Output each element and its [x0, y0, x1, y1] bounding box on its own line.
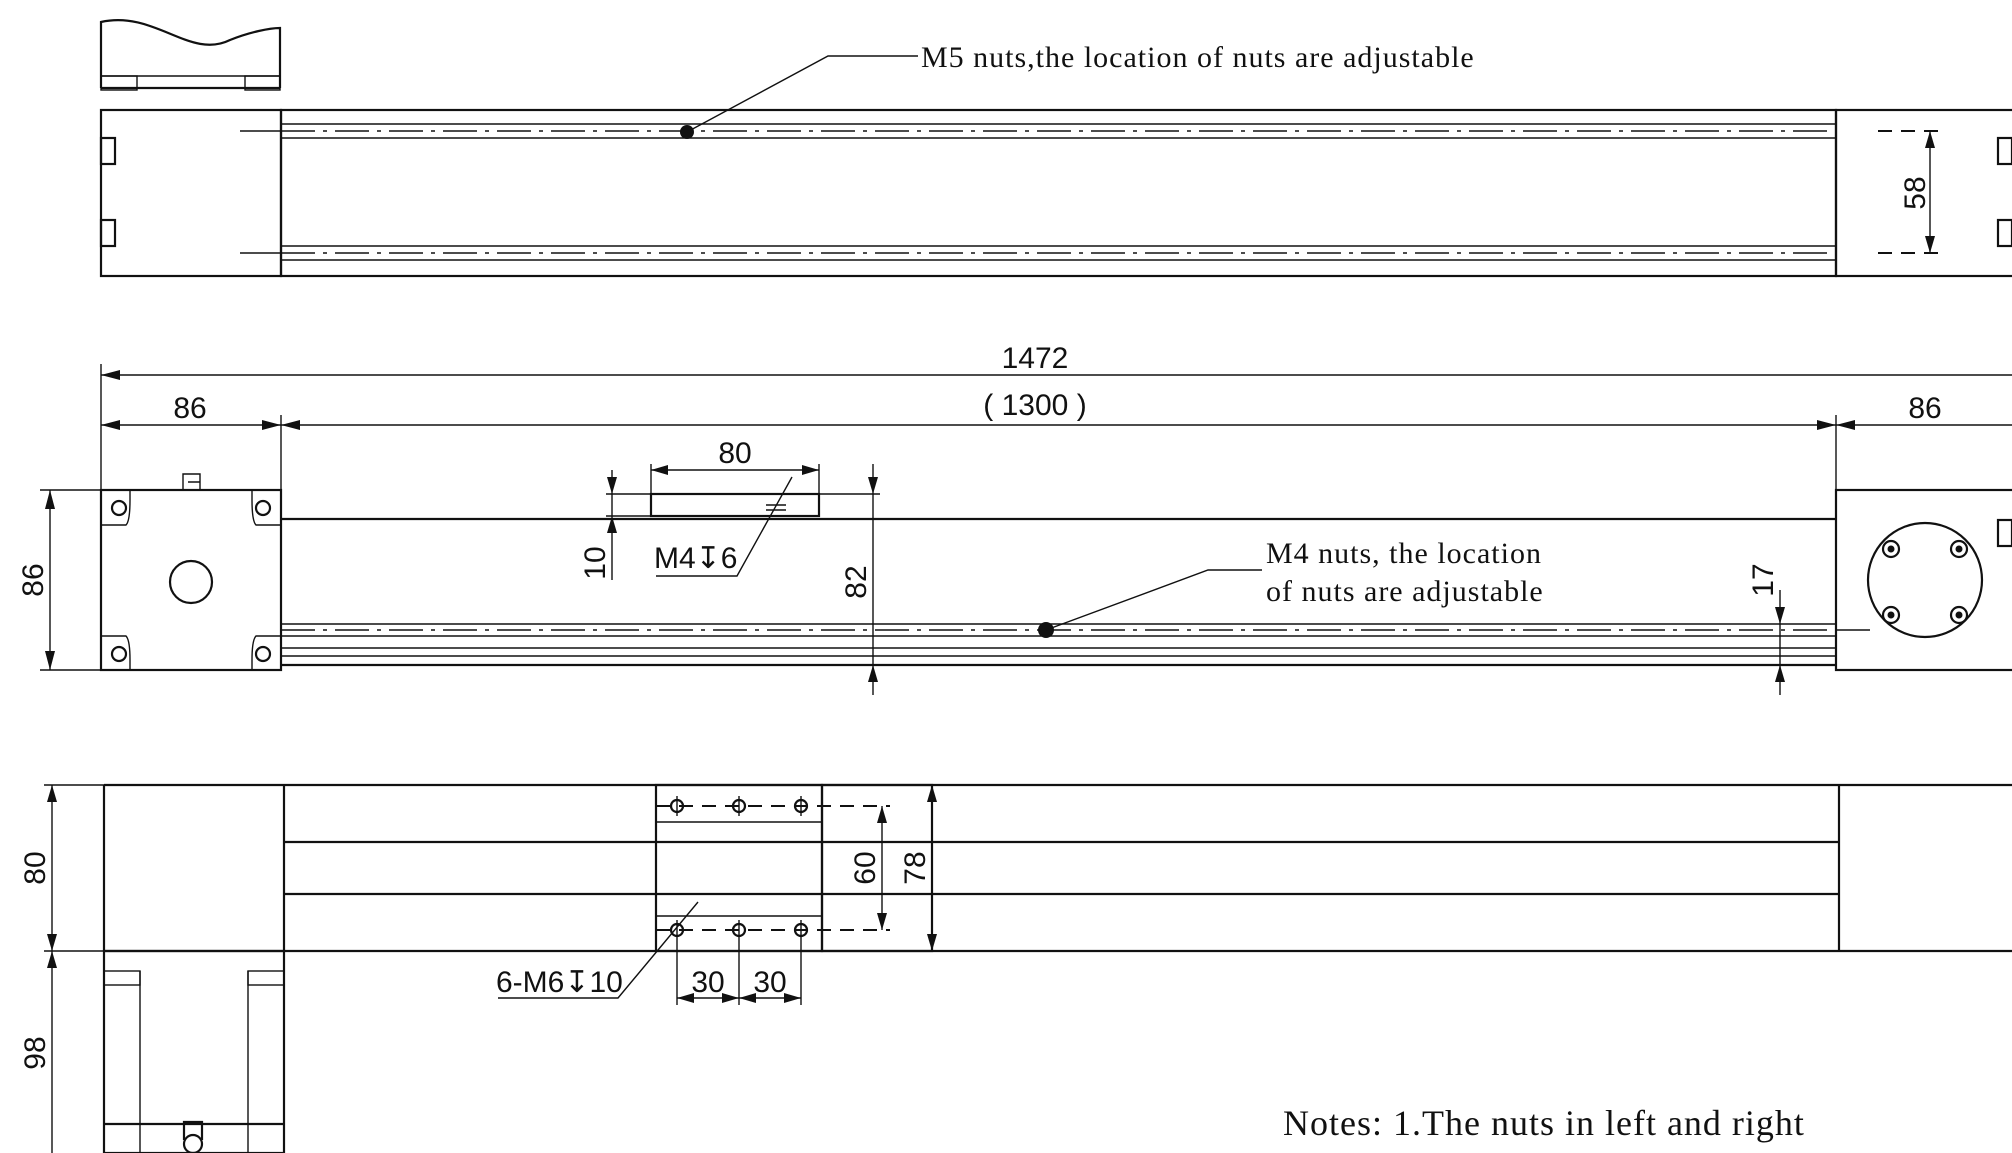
end-cap-screw: [1949, 539, 1969, 559]
arrow: [877, 913, 887, 930]
top-motor-tab: [99, 218, 117, 248]
m4-callout-line1: M4 nuts, the location: [1266, 537, 1542, 570]
top-end-cap: [1834, 108, 2012, 278]
arrow: [101, 370, 120, 380]
arrow: [281, 420, 300, 430]
dim-1472-label: 1472: [1002, 342, 1069, 375]
end-cap-screw-head: [1955, 545, 1963, 553]
end-cap-flange: [1866, 521, 1984, 639]
top-motor-lug: [244, 75, 281, 91]
notes-line1: Notes: 1.The nuts in left and right: [1283, 1103, 1805, 1143]
dim-82-label: 82: [840, 565, 873, 598]
dim-78-label: 78: [899, 851, 932, 884]
top-motor-bracket: [99, 19, 282, 88]
corner-notch: [101, 635, 131, 670]
arrow: [868, 477, 878, 494]
top-rail: [279, 108, 1838, 278]
arrow: [739, 993, 756, 1003]
mount-hole: [254, 499, 272, 517]
dim-60-label: 60: [849, 851, 882, 884]
side-view: 60 78 30 30 6-M6↧10 80: [19, 783, 2012, 1153]
arrow: [47, 785, 57, 802]
dim-10-label: 10: [579, 546, 612, 579]
dim-30-b-label: 30: [753, 966, 786, 999]
dim-80-top-label: 80: [718, 437, 751, 470]
m5-callout: M5 nuts,the location of nuts are adjusta…: [921, 41, 1475, 74]
end-cap-screw-head: [1887, 545, 1895, 553]
arrow: [1925, 236, 1935, 253]
arrow: [1836, 420, 1855, 430]
dim-86-left-label: 86: [173, 392, 206, 425]
arrow: [784, 993, 801, 1003]
arrow: [877, 806, 887, 823]
corner-notch: [101, 490, 131, 526]
top-view: 58 M5 nuts,the location of nuts are adju…: [99, 19, 2012, 278]
m4-callout-line2: of nuts are adjustable: [1266, 575, 1544, 608]
side-motor-body: [102, 949, 286, 1153]
arrow: [1817, 420, 1836, 430]
motor-connector: [182, 473, 201, 490]
m6-thread-label: 6-M6↧10: [496, 966, 623, 999]
end-cap-screw-head: [1955, 611, 1963, 619]
carriage-slot: [649, 492, 821, 518]
arrow: [607, 477, 617, 494]
arrow: [45, 490, 55, 509]
end-cap-tab: [1996, 518, 2012, 548]
arrow: [47, 934, 57, 951]
arrow: [607, 516, 617, 533]
dim-58-label: 58: [1899, 176, 1932, 209]
mount-hole: [110, 499, 128, 517]
front-view: 1472 86 ( 1300 ) 86 86: [17, 342, 2012, 695]
front-motor-face: [99, 488, 283, 672]
side-motor-lug: [247, 970, 285, 986]
arrow: [927, 934, 937, 951]
dim-30-a-label: 30: [691, 966, 724, 999]
arrow: [722, 993, 739, 1003]
dim-86-right-label: 86: [1908, 392, 1941, 425]
arrow: [47, 951, 57, 968]
end-cap-screw: [1881, 605, 1901, 625]
m6-leader: [498, 901, 699, 999]
arrow: [101, 420, 120, 430]
top-end-cap-tab: [1996, 136, 2012, 166]
arrow: [45, 651, 55, 670]
arrow: [677, 993, 694, 1003]
m5-leader: [686, 55, 918, 133]
dim-98-label: 98: [19, 1036, 52, 1069]
dim-1300-label: ( 1300 ): [983, 389, 1086, 422]
top-motor-tab: [99, 136, 117, 166]
mount-hole: [254, 645, 272, 663]
top-end-cap-tab: [1996, 218, 2012, 248]
side-motor-connector: [182, 1120, 204, 1140]
m4-leader: [1045, 569, 1262, 631]
end-cap-screw: [1881, 539, 1901, 559]
arrow: [1775, 607, 1785, 624]
mount-hole: [110, 645, 128, 663]
corner-notch: [251, 490, 281, 526]
arrow: [651, 465, 668, 475]
arrow: [802, 465, 819, 475]
arrow: [868, 665, 878, 682]
m4-thread-label: M4↧6: [654, 542, 738, 575]
front-end-cap: [1834, 488, 2012, 672]
dim-17-label: 17: [1747, 563, 1780, 596]
side-motor-connector-hole: [182, 1133, 204, 1153]
arrow: [1925, 131, 1935, 148]
dim-86-height-label: 86: [17, 563, 50, 596]
corner-notch: [251, 635, 281, 670]
arrow: [927, 785, 937, 802]
arrow: [1775, 665, 1785, 682]
arrow: [262, 420, 281, 430]
top-motor-lug: [100, 75, 138, 91]
end-cap-screw: [1949, 605, 1969, 625]
end-cap-screw-head: [1887, 611, 1895, 619]
side-motor-lug: [103, 970, 141, 986]
top-motor-body: [99, 108, 283, 278]
dim-80-side-label: 80: [19, 851, 52, 884]
motor-shaft: [168, 559, 214, 605]
